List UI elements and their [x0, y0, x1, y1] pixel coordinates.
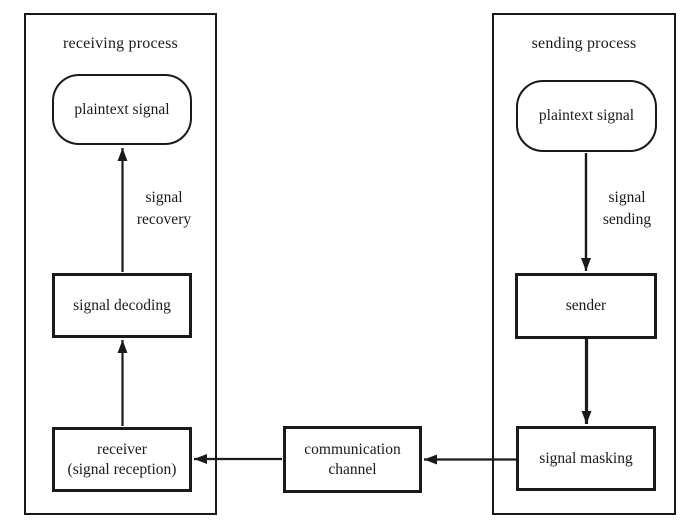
node-sending-plaintext-signal: plaintext signal: [516, 80, 657, 152]
sending-process-title: sending process: [531, 35, 637, 52]
node-signal-masking: signal masking: [516, 426, 656, 491]
node-receiver: receiver (signal reception): [52, 427, 192, 492]
arrow-label-line2: sending: [602, 210, 652, 228]
sending-process-container: sending process: [492, 13, 676, 515]
node-label-line2: channel: [328, 460, 377, 478]
node-label: sender: [565, 297, 607, 315]
node-label: plaintext signal: [538, 107, 635, 125]
receiving-process-title: receiving process: [63, 35, 178, 52]
arrow-label-signal-sending: signal sending: [584, 187, 670, 230]
arrow-label-signal-recovery: signal recovery: [121, 187, 207, 230]
node-label: signal decoding: [73, 296, 171, 314]
node-label-line1: communication: [304, 441, 401, 459]
arrow-label-line1: signal: [145, 189, 183, 206]
node-communication-channel: communication channel: [283, 426, 422, 493]
node-label: signal masking: [539, 449, 633, 467]
arrow-label-line1: signal: [608, 189, 646, 206]
node-label: plaintext signal: [74, 100, 170, 118]
node-signal-decoding: signal decoding: [52, 273, 192, 338]
arrow-label-line2: recovery: [136, 210, 192, 228]
node-sender: sender: [515, 273, 657, 339]
node-label-line1: receiver: [97, 441, 147, 459]
receiving-process-container: receiving process: [24, 13, 217, 515]
node-receiving-plaintext-signal: plaintext signal: [52, 74, 192, 145]
node-label-line2: (signal reception): [67, 460, 177, 478]
